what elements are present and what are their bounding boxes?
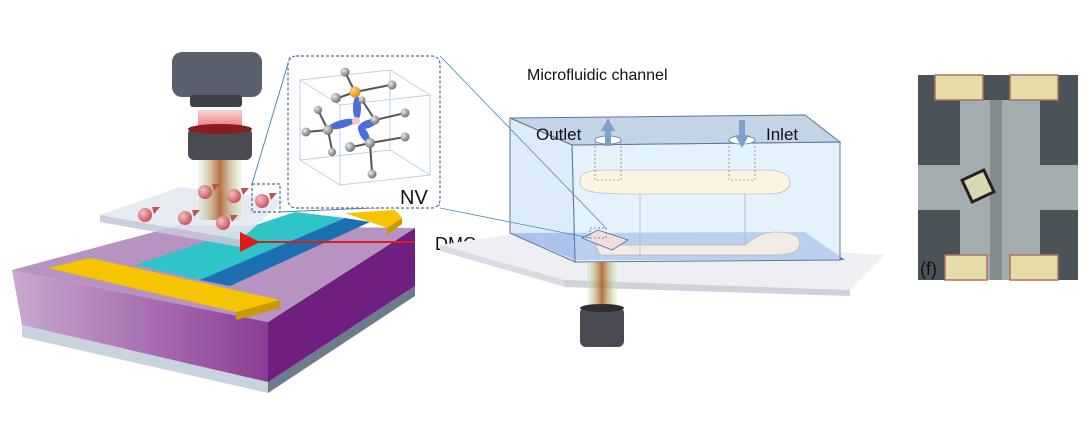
objective-lens-rim (188, 124, 252, 134)
inlet-arrow-icon (735, 120, 749, 148)
spin-arrow-icon (241, 188, 249, 195)
camera-base (190, 95, 242, 107)
carbon-atom (367, 169, 377, 179)
nitrogen-atom (349, 86, 361, 98)
nv-selection-box (251, 183, 281, 213)
laser-glow (198, 110, 242, 128)
zoom-line (251, 56, 291, 185)
spin-arrow-icon (212, 184, 220, 191)
substrate-bottom-layer (22, 325, 268, 393)
spin-arrow-icon (269, 193, 277, 200)
dmc-chip-selection (589, 227, 607, 239)
channel-path-upper (579, 169, 791, 195)
gold-electrode-back (345, 210, 402, 228)
outlet-arrow-icon (601, 118, 615, 146)
chamber-left (509, 117, 576, 263)
micrograph-pad (1009, 254, 1059, 281)
spin-arrow-icon (152, 207, 160, 214)
carbon-atom (358, 96, 366, 104)
zoom-line (439, 207, 591, 239)
carbon-atom (370, 115, 380, 125)
panel-f-label: (f) (920, 259, 937, 279)
nv-spins (138, 184, 277, 230)
carbon-atom (328, 148, 336, 156)
dmc-chip (581, 229, 629, 251)
bottom-beam (587, 262, 617, 307)
bottom-objective-icon (580, 307, 624, 347)
carbon-atom (323, 125, 333, 135)
spin-arrow-icon (192, 210, 200, 217)
spin-icon (198, 185, 212, 199)
nv-label: NV (400, 187, 428, 209)
bottom-objective-rim (580, 304, 624, 312)
carbon-atom (314, 106, 322, 114)
zoom-line (439, 55, 607, 229)
carbon-atom (400, 132, 410, 142)
microfluidic-illustration: Microfluidic channel Outlet Inlet (439, 55, 885, 347)
substrate-side (268, 228, 415, 382)
molecule-atoms (301, 67, 410, 179)
gold-electrode-front-side (236, 300, 280, 320)
gold-electrode-front (48, 258, 280, 312)
gold-electrode-back-side (387, 218, 402, 235)
carbon-atom (345, 142, 355, 152)
microfluidic-channel-title: Microfluidic channel (527, 67, 668, 84)
spin-icon (216, 216, 230, 230)
micrograph-panel: (f) (918, 74, 1078, 281)
lattice-cube (298, 69, 432, 186)
carbon-atom (340, 67, 350, 77)
channel-blue (200, 218, 370, 286)
base-plate-left (440, 245, 565, 287)
spin-icon (178, 211, 192, 225)
micrograph-pad (934, 74, 984, 101)
micrograph-gap (990, 100, 1002, 280)
camera-body-icon (172, 52, 262, 97)
carbon-atom (365, 138, 375, 148)
outlet-label: Outlet (536, 125, 582, 144)
spin-icon (227, 189, 241, 203)
diamond-plate-front (100, 215, 240, 247)
substrate-bottom-side (268, 286, 415, 393)
micrograph-pad (1009, 74, 1059, 101)
carbon-atom (301, 127, 311, 137)
base-plate-front (565, 280, 850, 296)
spin-icon (255, 194, 269, 208)
micrograph-diamond-crystal (960, 168, 996, 204)
inlet-label: Inlet (766, 125, 798, 144)
channel-path-lower (594, 231, 801, 256)
objective-lens-icon (188, 128, 252, 160)
nv-inset: NV (251, 55, 441, 213)
carbon-atom (331, 93, 341, 103)
spin-icon (138, 208, 152, 222)
micrograph-pad (944, 254, 988, 281)
spin-arrow-icon (230, 215, 238, 222)
substrate-front (12, 270, 268, 382)
carbon-atom (400, 108, 410, 118)
vacancy-site (352, 117, 360, 125)
carbon-atom (387, 80, 397, 90)
